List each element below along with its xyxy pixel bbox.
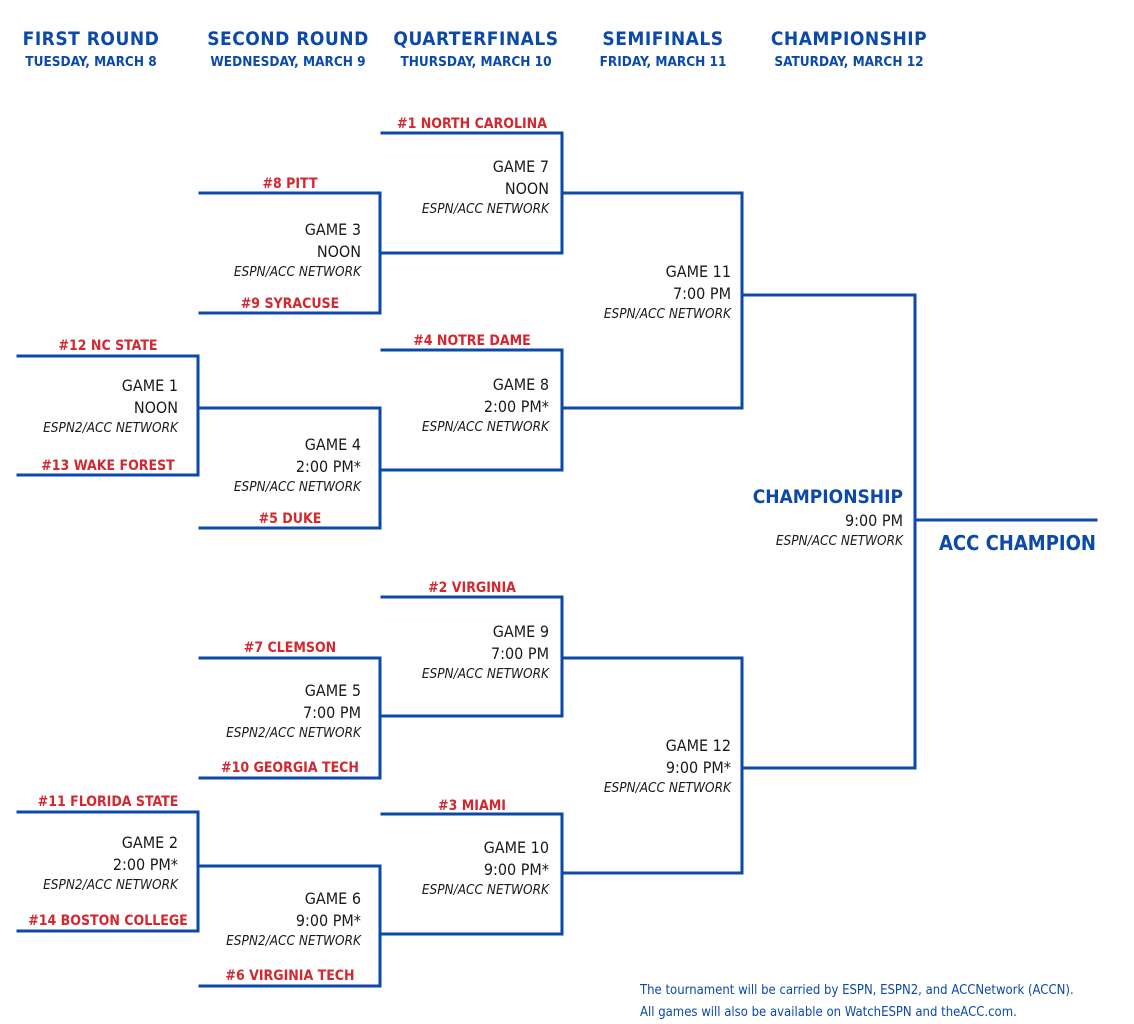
game-network: ESPN/ACC NETWORK [421,882,549,898]
game-12-info: GAME 12 9:00 PM* ESPN/ACC NETWORK [604,735,731,797]
game-number: GAME 2 [121,833,178,852]
championship-game-time: 9:00 PM [845,511,903,530]
game-number: GAME 10 [483,838,549,857]
bracket-line-game-3 [198,191,564,315]
game-network: ESPN2/ACC NETWORK [226,933,361,949]
bracket-line-game-7 [380,131,744,255]
team-boston-college: #14 BOSTON COLLEGE [28,913,188,929]
team-notre-dame: #4 NOTRE DAME [413,333,531,349]
game-network: ESPN/ACC NETWORK [421,419,549,435]
game-number: GAME 1 [121,376,178,395]
round-header-quarterfinals: QUARTERFINALS THURSDAY, MARCH 10 [392,28,560,70]
game-time: 9:00 PM* [665,758,731,777]
game-number: GAME 7 [492,157,549,176]
game-2-info: GAME 2 2:00 PM* ESPN2/ACC NETWORK [43,832,178,894]
team-pitt: #8 PITT [262,176,318,192]
game-network: ESPN2/ACC NETWORK [43,877,178,893]
game-network: ESPN/ACC NETWORK [421,666,549,682]
game-number: GAME 11 [665,262,731,281]
game-time: 7:00 PM [491,644,549,663]
game-time: 2:00 PM* [112,855,178,874]
round-header-semifinals: SEMIFINALS FRIDAY, MARCH 11 [588,28,738,70]
bracket-line-game-4 [198,406,564,530]
game-network: ESPN/ACC NETWORK [421,201,549,217]
bracket-line-game-12 [740,656,917,875]
bracket-line-game-6 [198,864,564,988]
team-north-carolina: #1 NORTH CAROLINA [397,116,547,132]
round-header-first: FIRST ROUND TUESDAY, MARCH 8 [16,28,166,70]
game-network: ESPN/ACC NETWORK [233,479,361,495]
game-number: GAME 8 [492,375,549,394]
game-time: 9:00 PM* [295,911,361,930]
game-number: GAME 5 [304,681,361,700]
game-number: GAME 6 [304,889,361,908]
bracket-line-championship [913,293,1098,770]
round-title: SECOND ROUND [207,28,369,50]
game-9-info: GAME 9 7:00 PM ESPN/ACC NETWORK [422,621,549,683]
game-time: 2:00 PM* [483,397,549,416]
game-number: GAME 12 [665,736,731,755]
team-nc-state: #12 NC STATE [58,338,158,354]
round-title: QUARTERFINALS [393,28,559,50]
round-title: SEMIFINALS [602,28,724,50]
round-header-second: SECOND ROUND WEDNESDAY, MARCH 9 [203,28,373,70]
championship-game-network: ESPN/ACC NETWORK [775,533,903,549]
team-miami: #3 MIAMI [438,798,506,814]
team-clemson: #7 CLEMSON [243,640,337,656]
round-header-championship: CHAMPIONSHIP SATURDAY, MARCH 12 [767,28,931,70]
footer-line-1: The tournament will be carried by ESPN, … [640,983,1074,998]
bracket-line-game-1 [16,354,382,477]
game-5-info: GAME 5 7:00 PM ESPN2/ACC NETWORK [226,680,361,742]
game-4-info: GAME 4 2:00 PM* ESPN/ACC NETWORK [234,434,361,496]
footer-note: The tournament will be carried by ESPN, … [640,980,1074,1024]
bracket-line-game-10 [380,812,744,936]
game-time: 7:00 PM [303,703,361,722]
bracket-line-game-11 [740,191,917,410]
acc-champion-label: ACC CHAMPION [939,531,1096,555]
game-11-info: GAME 11 7:00 PM ESPN/ACC NETWORK [604,261,731,323]
round-date: TUESDAY, MARCH 8 [25,54,157,70]
game-time: 2:00 PM* [295,457,361,476]
game-network: ESPN2/ACC NETWORK [43,420,178,436]
game-7-info: GAME 7 NOON ESPN/ACC NETWORK [422,156,549,218]
game-time: NOON [133,398,178,417]
bracket-line-game-2 [16,810,382,933]
game-network: ESPN2/ACC NETWORK [226,725,361,741]
bracket-line-game-8 [380,348,744,472]
team-syracuse: #9 SYRACUSE [240,296,340,312]
game-network: ESPN/ACC NETWORK [233,264,361,280]
round-date: WEDNESDAY, MARCH 9 [210,54,366,70]
game-network: ESPN/ACC NETWORK [603,780,731,796]
game-time: 7:00 PM [673,284,731,303]
game-time: 9:00 PM* [483,860,549,879]
game-6-info: GAME 6 9:00 PM* ESPN2/ACC NETWORK [226,888,361,950]
team-florida-state: #11 FLORIDA STATE [37,794,179,810]
game-time: NOON [504,179,549,198]
team-georgia-tech: #10 GEORGIA TECH [221,760,359,776]
game-time: NOON [316,242,361,261]
championship-game-info: CHAMPIONSHIP 9:00 PM ESPN/ACC NETWORK [753,484,903,550]
game-number: GAME 9 [492,622,549,641]
game-network: ESPN/ACC NETWORK [603,306,731,322]
game-3-info: GAME 3 NOON ESPN/ACC NETWORK [234,219,361,281]
game-10-info: GAME 10 9:00 PM* ESPN/ACC NETWORK [422,837,549,899]
round-date: THURSDAY, MARCH 10 [400,54,552,70]
game-number: GAME 4 [304,435,361,454]
round-title: CHAMPIONSHIP [770,28,928,50]
bracket-line-game-9 [380,595,744,718]
round-date: FRIDAY, MARCH 11 [599,54,727,70]
round-title: FIRST ROUND [22,28,160,50]
game-1-info: GAME 1 NOON ESPN2/ACC NETWORK [43,375,178,437]
bracket-line-game-5 [198,656,564,780]
team-virginia-tech: #6 VIRGINIA TECH [225,968,355,984]
game-8-info: GAME 8 2:00 PM* ESPN/ACC NETWORK [422,374,549,436]
championship-game-label: CHAMPIONSHIP [752,486,903,508]
round-date: SATURDAY, MARCH 12 [774,54,924,70]
team-virginia: #2 VIRGINIA [428,580,516,596]
footer-line-2: All games will also be available on Watc… [640,1005,1017,1020]
team-wake-forest: #13 WAKE FOREST [41,458,175,474]
game-number: GAME 3 [304,220,361,239]
team-duke: #5 DUKE [258,511,322,527]
